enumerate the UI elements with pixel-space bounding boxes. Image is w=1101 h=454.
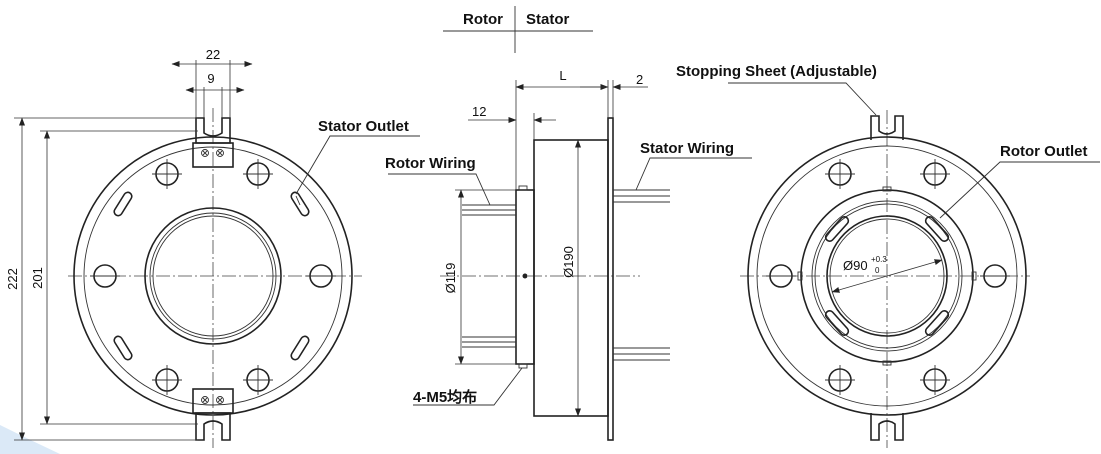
header-rotor-label: Rotor (463, 11, 503, 28)
mounting-holes-label: 4-M5均布 (413, 388, 477, 406)
dimension-d90: Ø90 (843, 258, 868, 273)
rotor-outlet-label: Rotor Outlet (1000, 143, 1088, 160)
rotor-wiring-label: Rotor Wiring (385, 155, 476, 172)
dimension-201: 201 (30, 267, 45, 289)
side-view: Rotor Wiring Stator Wiring 4-M5均布 L 2 12… (385, 68, 752, 441)
dimension-222: 222 (5, 268, 20, 290)
stator-end-view: Stator Outlet 22 9 222 201 (5, 47, 420, 448)
dimension-d119: Ø119 (443, 263, 458, 294)
dimension-22: 22 (206, 47, 220, 62)
rotor-wires (462, 204, 516, 348)
corner-decoration (0, 425, 60, 454)
dimension-9: 9 (207, 71, 214, 86)
stopping-sheet-top (192, 117, 234, 168)
dimension-2: 2 (636, 72, 643, 87)
header-stator-label: Stator (526, 11, 570, 28)
rotor-stator-header: Rotor Stator (443, 6, 593, 53)
mounting-holes-right (766, 159, 1010, 395)
stator-outlet-slots (113, 191, 310, 361)
dimension-d190: Ø190 (561, 246, 576, 278)
mounting-holes-left (90, 159, 336, 395)
dimension-d90-tolerance-upper: +0.3 (871, 255, 887, 264)
dimension-12: 12 (472, 104, 486, 119)
rotor-end-view: Stopping Sheet (Adjustable) Rotor Outlet… (676, 63, 1100, 448)
stopping-sheet-right-bottom (870, 413, 904, 441)
stator-outlet-label: Stator Outlet (318, 118, 409, 135)
stopping-sheet-bottom (192, 388, 234, 441)
stator-wiring-label: Stator Wiring (640, 140, 734, 157)
dimension-L: L (559, 68, 566, 83)
dimension-d90-tolerance-lower: 0 (875, 266, 880, 275)
stopping-sheet-label: Stopping Sheet (Adjustable) (676, 63, 877, 80)
stator-wires (613, 189, 670, 361)
rotor-outlet-slots (824, 216, 950, 336)
stopping-sheet-right-top (870, 115, 904, 140)
